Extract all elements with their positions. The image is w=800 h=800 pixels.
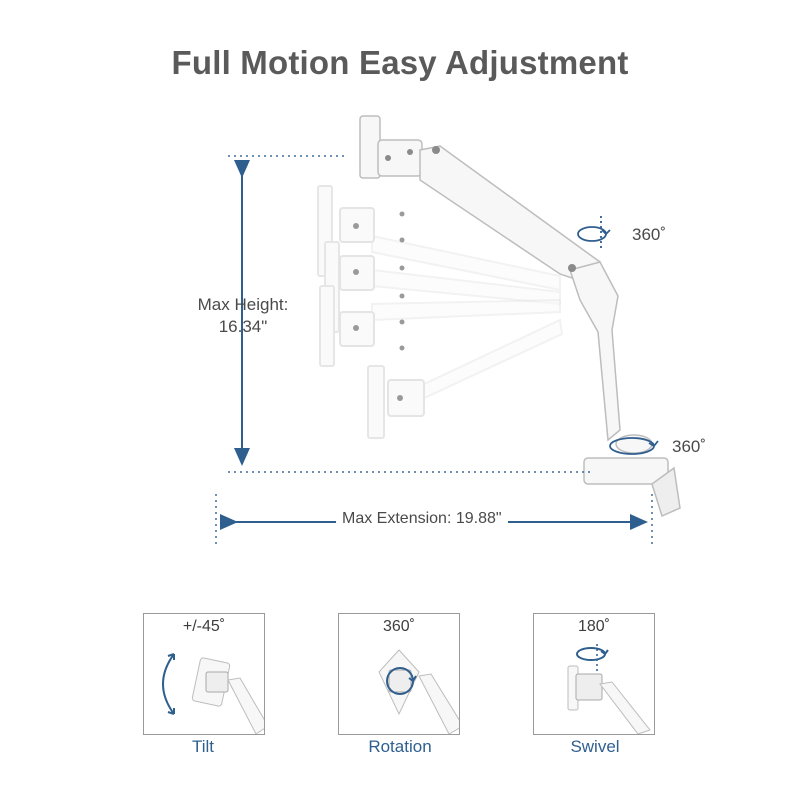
rotation-panel: 360˚ xyxy=(338,613,460,735)
tilt-degree: +/-45˚ xyxy=(182,618,226,635)
upper-swivel-degree: 360˚ xyxy=(632,225,667,244)
tilt-illustration xyxy=(162,653,264,734)
rotation-illustration xyxy=(378,649,459,734)
upper-swivel-rotation-icon xyxy=(577,216,611,250)
rotation-degree: 360˚ xyxy=(382,618,416,635)
ghost-positions xyxy=(317,185,564,439)
swivel-illustration xyxy=(567,644,651,734)
swivel-caption: Swivel xyxy=(570,737,620,756)
swivel-panel: 180˚ xyxy=(533,613,655,735)
tilt-caption: Tilt xyxy=(191,737,215,756)
tilt-panel: +/-45˚ xyxy=(143,613,265,735)
page-title: Full Motion Easy Adjustment xyxy=(171,44,629,81)
max-height-label: Max Height: 16.34" xyxy=(197,295,289,336)
rotation-caption: Rotation xyxy=(368,737,432,756)
arm-bolts xyxy=(385,146,576,272)
arm-top xyxy=(359,115,681,518)
base-swivel-degree: 360˚ xyxy=(672,437,707,456)
swivel-degree: 180˚ xyxy=(577,618,611,635)
max-extension-label: Max Extension: 19.88" xyxy=(336,510,508,528)
base-swivel-rotation-icon xyxy=(609,437,659,455)
ghost-dots xyxy=(353,211,405,401)
